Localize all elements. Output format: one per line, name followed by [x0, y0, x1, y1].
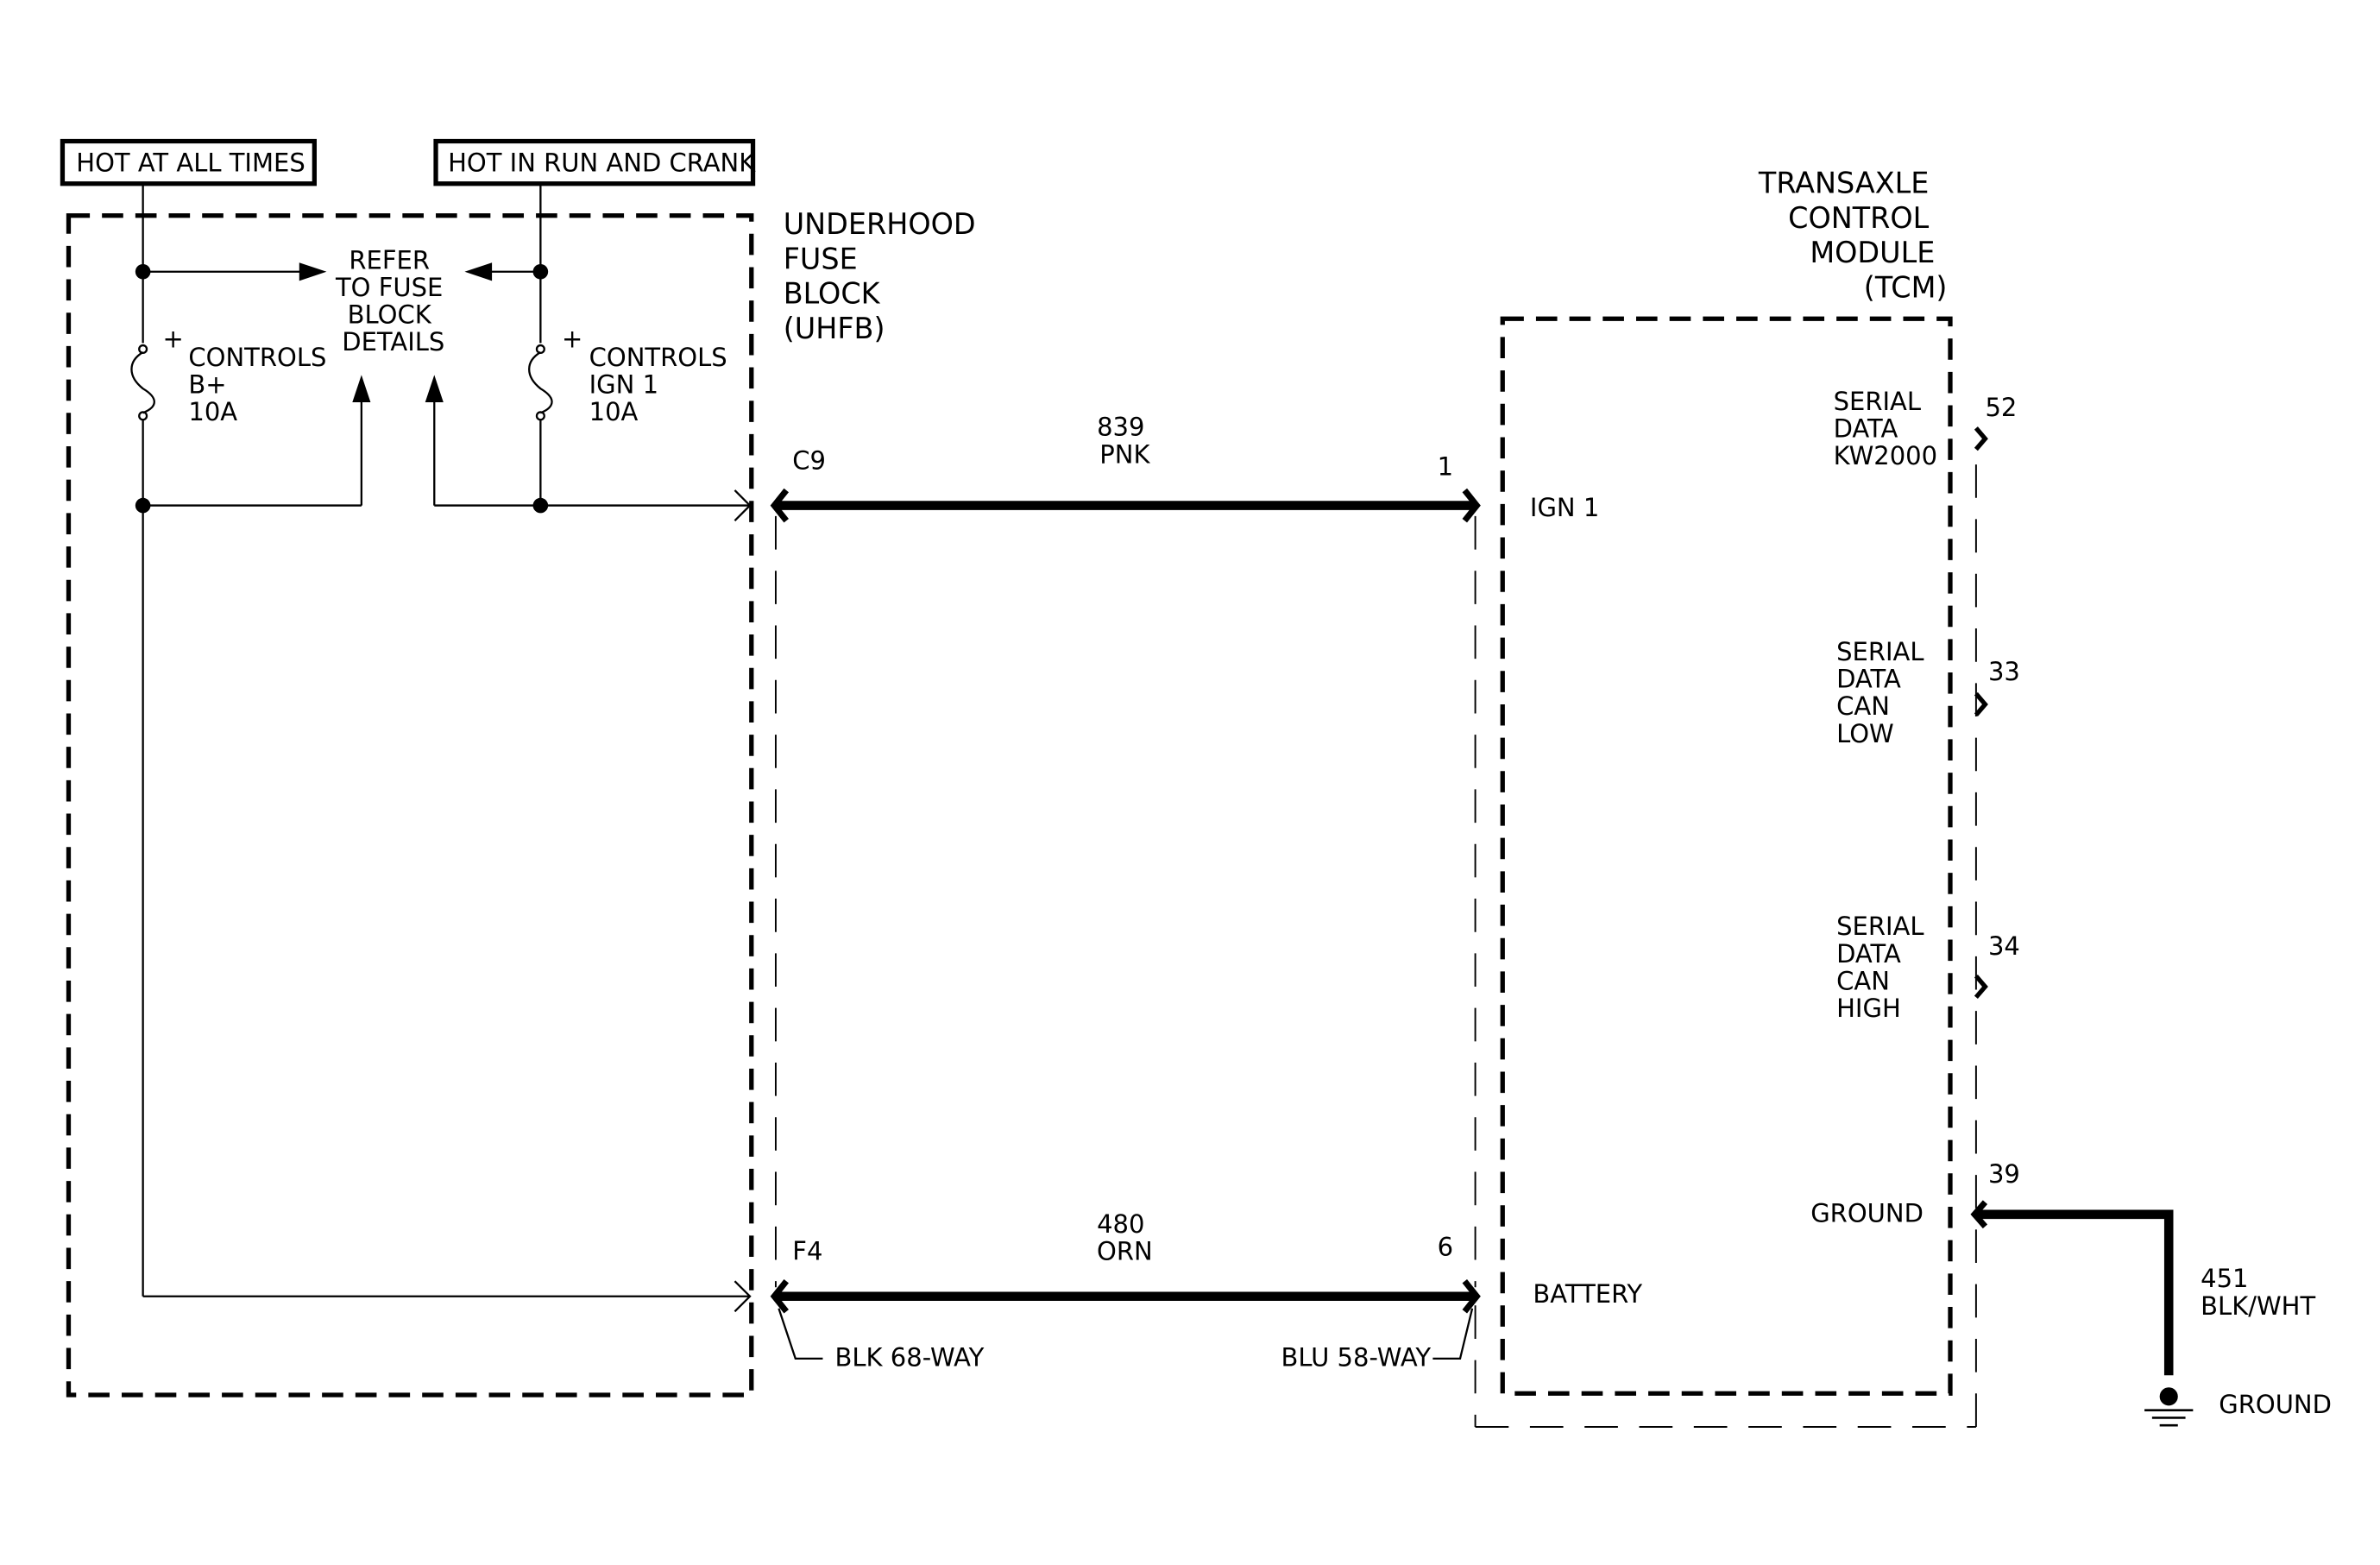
- pin-52-terminal: [1974, 426, 1988, 451]
- fuse-left-plus: +: [163, 325, 184, 354]
- hot-at-all-times-box: [60, 138, 317, 186]
- fuse-left-label: CONTROLS B+ 10A: [188, 343, 334, 426]
- wire-451-label: 451 BLK/WHT: [2201, 1264, 2315, 1321]
- tcm-ign1-label: IGN 1: [1530, 493, 1599, 522]
- tcm-pin-52: 52: [1985, 393, 2017, 422]
- tcm-pin-33: 33: [1988, 657, 2020, 686]
- tcm-serial-can-low-label: SERIAL DATA CAN LOW: [1836, 637, 1932, 748]
- hot-in-run-and-crank-box: [433, 138, 756, 186]
- tcm-ground-label: GROUND: [1810, 1199, 1924, 1228]
- refer-to-fuse-block-details: REFER TO FUSE BLOCK DETAILS: [335, 245, 451, 357]
- wire-839-pnk: [770, 488, 1481, 523]
- wire-839-label: 839 PNK: [1097, 413, 1153, 470]
- connector-outline: [774, 449, 1977, 1428]
- underhood-fuse-block-outline: [66, 213, 754, 1398]
- wire-451-blk-wht: [1970, 1200, 2174, 1376]
- tcm-outline: [1500, 316, 1953, 1396]
- wire-480-label: 480 ORN: [1097, 1209, 1153, 1266]
- tcm-connector-label: BLU 58-WAY: [1281, 1343, 1432, 1373]
- tcm-title: TRANSAXLE CONTROL MODULE (TCM): [1758, 166, 1948, 304]
- wire-480-orn: [770, 1278, 1481, 1314]
- wire-839-pin: 1: [1438, 451, 1453, 481]
- tcm-pin-34: 34: [1988, 931, 2020, 961]
- underhood-fuse-block-title: UNDERHOOD FUSE BLOCK (UHFB): [784, 207, 985, 345]
- pin-34-terminal: [1974, 974, 1988, 1000]
- connector-f4: F4: [792, 1237, 822, 1266]
- tcm-serial-kw2000-label: SERIAL DATA KW2000: [1834, 387, 1937, 470]
- hot-in-run-and-crank-label: HOT IN RUN AND CRANK: [448, 148, 756, 178]
- tcm-battery-label: BATTERY: [1533, 1279, 1642, 1309]
- fuse-right-circuit: [425, 183, 752, 521]
- fuse-left-circuit: [130, 183, 752, 1313]
- connector-c9: C9: [792, 445, 826, 475]
- pin-33-terminal: [1974, 691, 1988, 716]
- ground-symbol-icon: [2144, 1387, 2194, 1427]
- wire-480-pin: 6: [1438, 1232, 1453, 1261]
- tcm-pin-39: 39: [1988, 1159, 2020, 1189]
- uhfb-connector-label: BLK 68-WAY: [835, 1343, 985, 1373]
- fuse-right-label: CONTROLS IGN 1 10A: [589, 343, 735, 426]
- fuse-right-plus: +: [562, 325, 582, 354]
- tcm-serial-can-high-label: SERIAL DATA CAN HIGH: [1836, 912, 1932, 1023]
- hot-at-all-times-label: HOT AT ALL TIMES: [76, 148, 305, 178]
- ground-label: GROUND: [2219, 1390, 2332, 1419]
